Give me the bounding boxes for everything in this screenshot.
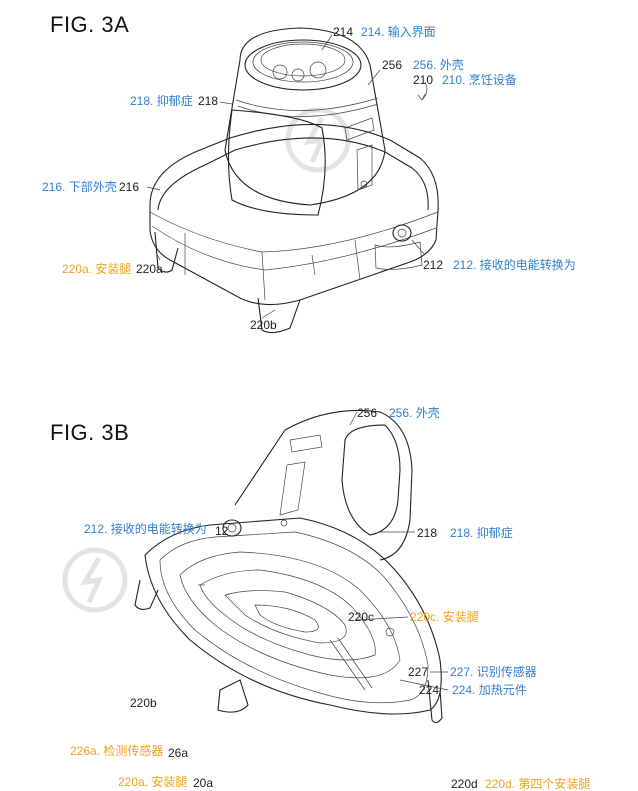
ref-220a-label: 220a. 安装腿 xyxy=(62,262,132,276)
ref-220c-label: 220c. 安装腿 xyxy=(410,610,479,624)
ref-218-number-3b: 218 xyxy=(417,526,438,540)
ref-220c-number: 220c xyxy=(348,610,375,624)
figure-title-3a: FIG. 3A xyxy=(50,12,130,37)
ref-220a-label-3b: 220a. 安装腿 xyxy=(118,775,188,789)
ref-220a-number: 220a xyxy=(136,262,163,276)
ref-226a-number: 26a xyxy=(168,746,189,760)
ref-216-number: 216 xyxy=(119,180,140,194)
fig3a-cooking-device-drawing xyxy=(146,27,439,334)
patent-drawings xyxy=(62,27,449,724)
ref-218-label-3b: 218. 抑郁症 xyxy=(450,526,513,540)
ref-214-label: 214. 输入界面 xyxy=(361,25,436,39)
ref-224-label: 224. 加热元件 xyxy=(452,683,527,697)
ref-220d-number: 220d xyxy=(451,777,478,791)
ref-218-label: 218. 抑郁症 xyxy=(130,94,193,108)
ref-210-label: 210. 烹饪设备 xyxy=(442,73,517,87)
ref-216-label: 216. 下部外壳 xyxy=(42,180,117,194)
ref-256-number-3b: 256 xyxy=(357,406,378,420)
ref-256-label: 256. 外壳 xyxy=(413,58,464,72)
watermark-logo-3b xyxy=(62,547,128,613)
ref-224-number: 224 xyxy=(419,683,440,697)
ref-220b-number: 220b xyxy=(250,318,277,332)
ref-210-number: 210 xyxy=(413,73,434,87)
ref-226a-label: 226a. 检测传感器 xyxy=(70,744,164,758)
ref-220b-number-3b: 220b xyxy=(130,696,157,710)
ref-218-number: 218 xyxy=(198,94,219,108)
ref-212-number-3b: 12 xyxy=(215,524,229,538)
ref-256-label-3b: 256. 外壳 xyxy=(389,406,440,420)
ref-220a-number-3b: 20a xyxy=(193,776,214,790)
fig3b-cooking-device-drawing xyxy=(134,409,449,724)
ref-220d-label: 220d. 第四个安装腿 xyxy=(485,777,591,791)
ref-212-label: 212. 接收的电能转换为 xyxy=(453,258,576,272)
ref-212-number: 212 xyxy=(423,258,444,272)
figure-title-3b: FIG. 3B xyxy=(50,420,130,445)
ref-214-number: 214 xyxy=(333,25,354,39)
ref-227-label: 227. 识别传感器 xyxy=(450,665,537,679)
ref-212-label-3b: 212. 接收的电能转换为 xyxy=(84,522,207,536)
ref-227-number: 227 xyxy=(408,665,429,679)
ref-256-number: 256 xyxy=(382,58,403,72)
